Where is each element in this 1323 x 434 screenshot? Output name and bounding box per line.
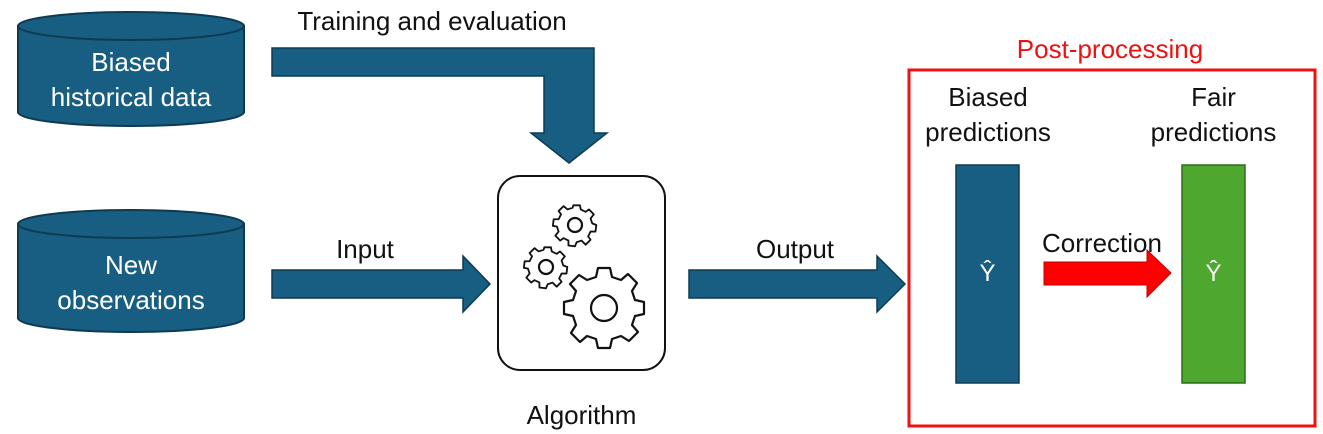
database-cylinder-historical [17,11,245,127]
correction-label: Correction [1042,228,1162,258]
gears-icon [522,204,646,350]
post-processing-title: Post-processing [1016,34,1204,64]
training-label: Training and evaluation [297,6,567,36]
fair-predictions-bar [1181,164,1246,384]
large-gear-icon [562,266,646,350]
biased-prediction-symbol: Ŷ [979,260,996,287]
observations-label-line2: observations [57,285,205,315]
algorithm-box [497,175,666,371]
small-gear-top-icon [551,204,598,248]
algorithm-label: Algorithm [526,400,637,430]
fair-predictions-label-line2: predictions [1150,117,1277,147]
post-processing-frame [907,68,1317,428]
historical-data-label-line2: historical data [50,82,212,112]
fair-predictions-label-line1: Fair [1191,82,1236,112]
correction-arrow [1043,248,1172,299]
small-gear-left-icon [522,246,569,290]
input-arrow [271,254,492,314]
output-label: Output [755,234,835,264]
biased-predictions-label-line2: predictions [925,117,1051,147]
database-cylinder-observations [17,209,245,333]
biased-predictions-label-line1: Biased [948,82,1028,112]
training-arrow [271,47,610,164]
fair-prediction-symbol: Ŷ [1205,260,1222,287]
observations-label-line1: New [104,250,157,280]
output-arrow [688,254,907,314]
biased-predictions-bar [955,164,1020,384]
input-label: Input [336,234,394,264]
historical-data-label-line1: Biased [91,47,171,77]
